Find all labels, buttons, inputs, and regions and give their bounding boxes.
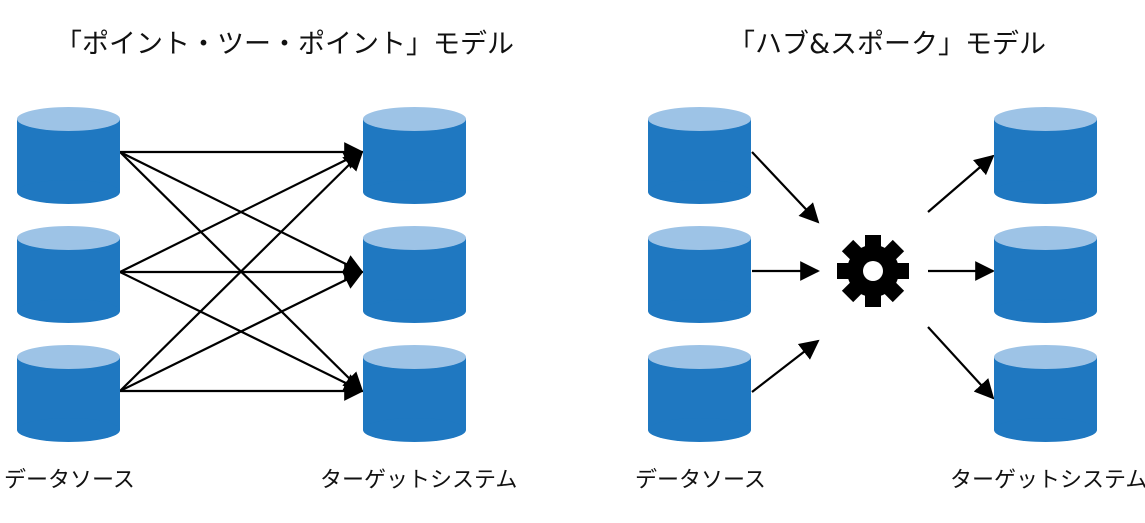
hub-outbound-arrow bbox=[927, 326, 995, 400]
p2p-target-database-icon bbox=[363, 345, 466, 442]
hub-connections bbox=[751, 151, 995, 400]
hub-target-database-icon bbox=[994, 107, 1097, 204]
hub-target-database-icon bbox=[994, 226, 1097, 323]
p2p-connections bbox=[119, 142, 364, 401]
hub-spoke-title: 「ハブ&スポーク」モデル bbox=[728, 29, 1047, 60]
hub-outbound-arrow bbox=[927, 154, 995, 213]
p2p-arrow bbox=[119, 150, 364, 392]
hub-source-database-icon bbox=[648, 345, 751, 442]
p2p-source-database-icon bbox=[17, 345, 120, 442]
hub-target-database-icon bbox=[994, 345, 1097, 442]
p2p-title: 「ポイント・ツー・ポイント」モデル bbox=[55, 29, 514, 60]
p2p-arrow bbox=[119, 270, 364, 392]
gear-icon bbox=[837, 235, 909, 307]
hub-inbound-arrow bbox=[751, 151, 820, 224]
p2p-target-label: ターゲットシステム bbox=[320, 468, 518, 493]
p2p-target-database-icon bbox=[363, 107, 466, 204]
hub-source-database-icon bbox=[648, 107, 751, 204]
p2p-target-database-icon bbox=[363, 226, 466, 323]
p2p-arrow bbox=[119, 151, 364, 273]
hub-source-label: データソース bbox=[635, 468, 766, 493]
p2p-source-database-icon bbox=[17, 226, 120, 323]
hub-inbound-arrow bbox=[751, 339, 820, 393]
hub-target-label: ターゲットシステム bbox=[950, 468, 1145, 493]
hub-source-database-icon bbox=[648, 226, 751, 323]
p2p-source-label: データソース bbox=[4, 468, 135, 493]
p2p-source-database-icon bbox=[17, 107, 120, 204]
